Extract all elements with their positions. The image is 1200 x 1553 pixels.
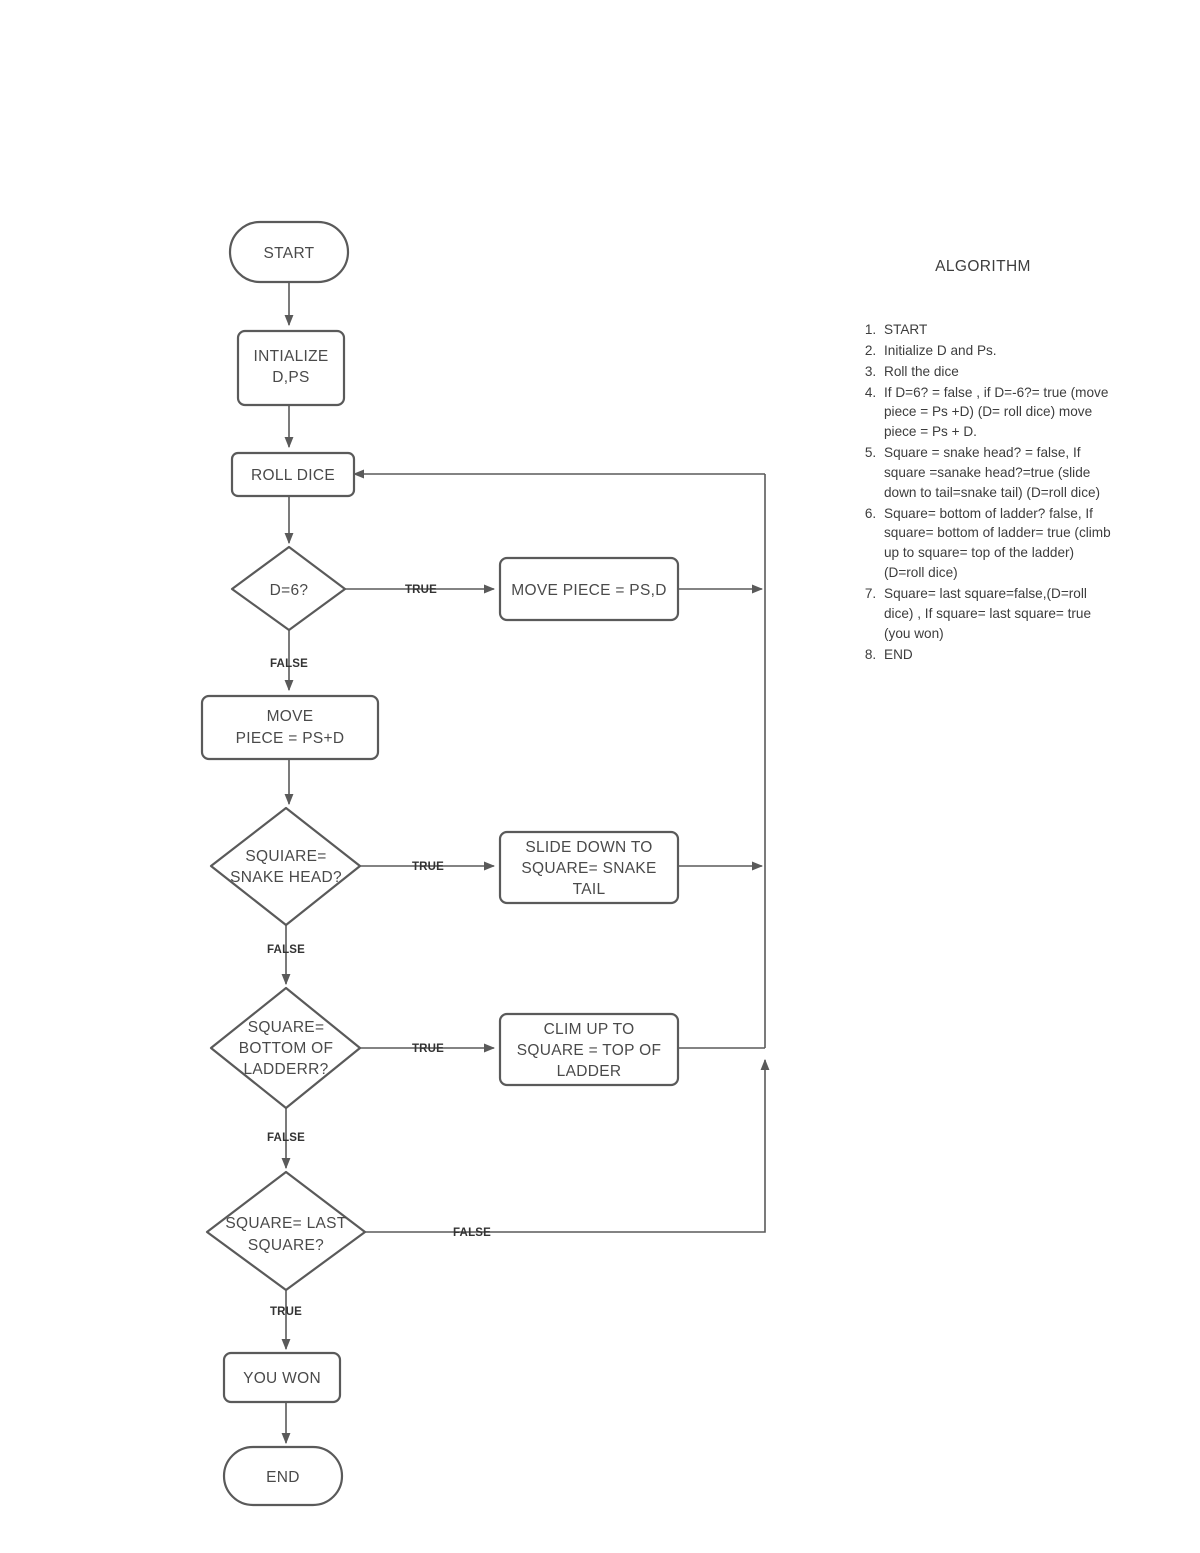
initialize-shape (236, 329, 346, 407)
last-square-line1: SQUARE= LAST (225, 1215, 346, 1232)
edge-label-d6-false: FALSE (270, 658, 308, 670)
start-shape (228, 220, 350, 284)
move-piece-ps-plus-d-shape (200, 694, 380, 761)
edge-lastsquare-false-to-bus (365, 1058, 770, 1233)
node-slide-down[interactable]: SLIDE DOWN TO SQUARE= SNAKE TAIL (498, 830, 680, 905)
node-decision-square-last[interactable]: SQUARE= LAST SQUARE? (205, 1170, 367, 1292)
algorithm-step: START (880, 320, 1114, 340)
move-piece-ps-plus-d-line2: PIECE = PS+D (236, 730, 345, 747)
bottom-ladder-line2: BOTTOM OF (239, 1040, 334, 1057)
slide-down-line1: SLIDE DOWN TO (525, 839, 652, 856)
end-shape (222, 1445, 344, 1507)
end-label: END (266, 1469, 300, 1486)
roll-dice-label: ROLL DICE (251, 467, 335, 484)
climb-up-line1: CLIM UP TO (544, 1021, 635, 1038)
node-end[interactable]: END (222, 1445, 344, 1507)
slide-down-shape (498, 830, 680, 905)
edge-label-last-false: FALSE (453, 1227, 491, 1239)
snake-head-line1: SQUIARE= (245, 848, 326, 865)
node-move-piece-psd[interactable]: MOVE PIECE = PS,D (498, 556, 680, 622)
slide-down-line2: SQUARE= SNAKE (521, 860, 656, 877)
algorithm-step: Square = snake head? = false, If square … (880, 443, 1114, 503)
edge-label-ladder-false: FALSE (267, 1132, 305, 1144)
move-piece-ps-plus-d-line1: MOVE (267, 708, 314, 725)
last-square-diamond-shape (205, 1170, 367, 1292)
algorithm-step: Roll the dice (880, 362, 1114, 382)
you-won-shape (222, 1351, 342, 1404)
algorithm-step: If D=6? = false , if D=-6?= true (move p… (880, 383, 1114, 443)
climb-up-shape (498, 1012, 680, 1087)
connector-layer (281, 282, 770, 1445)
start-label: START (264, 245, 315, 262)
climb-up-line2: SQUARE = TOP OF (517, 1042, 661, 1059)
edge-label-ladder-true: TRUE (412, 1043, 444, 1055)
snake-head-diamond-shape (209, 806, 362, 927)
algorithm-panel: ALGORITHM START Initialize D and Ps. Rol… (852, 258, 1114, 665)
last-square-line2: SQUARE? (248, 1237, 324, 1254)
node-roll-dice[interactable]: ROLL DICE (230, 451, 356, 498)
slide-down-line3: TAIL (573, 881, 606, 898)
node-decision-square-snake-head[interactable]: SQUIARE= SNAKE HEAD? (209, 806, 362, 927)
edge-label-snake-false: FALSE (267, 944, 305, 956)
initialize-label-line1: INTIALIZE (253, 348, 328, 365)
roll-dice-shape (230, 451, 356, 498)
node-move-piece-ps-plus-d[interactable]: MOVE PIECE = PS+D (200, 694, 380, 761)
node-start[interactable]: START (228, 220, 350, 284)
edge-label-layer: TRUE FALSE TRUE FALSE TRUE FALSE FALSE T… (267, 584, 491, 1318)
d6-label: D=6? (270, 582, 309, 599)
bottom-ladder-line1: SQUARE= (248, 1019, 325, 1036)
node-climb-up[interactable]: CLIM UP TO SQUARE = TOP OF LADDER (498, 1012, 680, 1087)
node-initialize[interactable]: INTIALIZE D,PS (236, 329, 346, 407)
d6-diamond-shape (230, 545, 347, 632)
edge-label-d6-true: TRUE (405, 584, 437, 596)
snake-head-line2: SNAKE HEAD? (230, 869, 342, 886)
bottom-ladder-line3: LADDERR? (243, 1061, 328, 1078)
edge-label-snake-true: TRUE (412, 861, 444, 873)
node-you-won[interactable]: YOU WON (222, 1351, 342, 1404)
move-piece-psd-shape (498, 556, 680, 622)
algorithm-step-list: START Initialize D and Ps. Roll the dice… (852, 320, 1114, 664)
algorithm-step: Square= last square=false,(D=roll dice) … (880, 584, 1114, 644)
algorithm-step: Square= bottom of ladder? false, If squa… (880, 504, 1114, 583)
algorithm-step: END (880, 645, 1114, 665)
move-piece-psd-label: MOVE PIECE = PS,D (511, 582, 666, 599)
edge-label-last-true: TRUE (270, 1306, 302, 1318)
initialize-label-line2: D,PS (272, 369, 309, 386)
you-won-label: YOU WON (243, 1370, 321, 1387)
algorithm-heading: ALGORITHM (935, 258, 1031, 275)
bottom-ladder-diamond-shape (209, 986, 362, 1110)
algorithm-step: Initialize D and Ps. (880, 341, 1114, 361)
climb-up-line3: LADDER (557, 1063, 622, 1080)
node-decision-d-equals-6[interactable]: D=6? (230, 545, 347, 632)
node-decision-square-bottom-ladder[interactable]: SQUARE= BOTTOM OF LADDERR? (209, 986, 362, 1110)
